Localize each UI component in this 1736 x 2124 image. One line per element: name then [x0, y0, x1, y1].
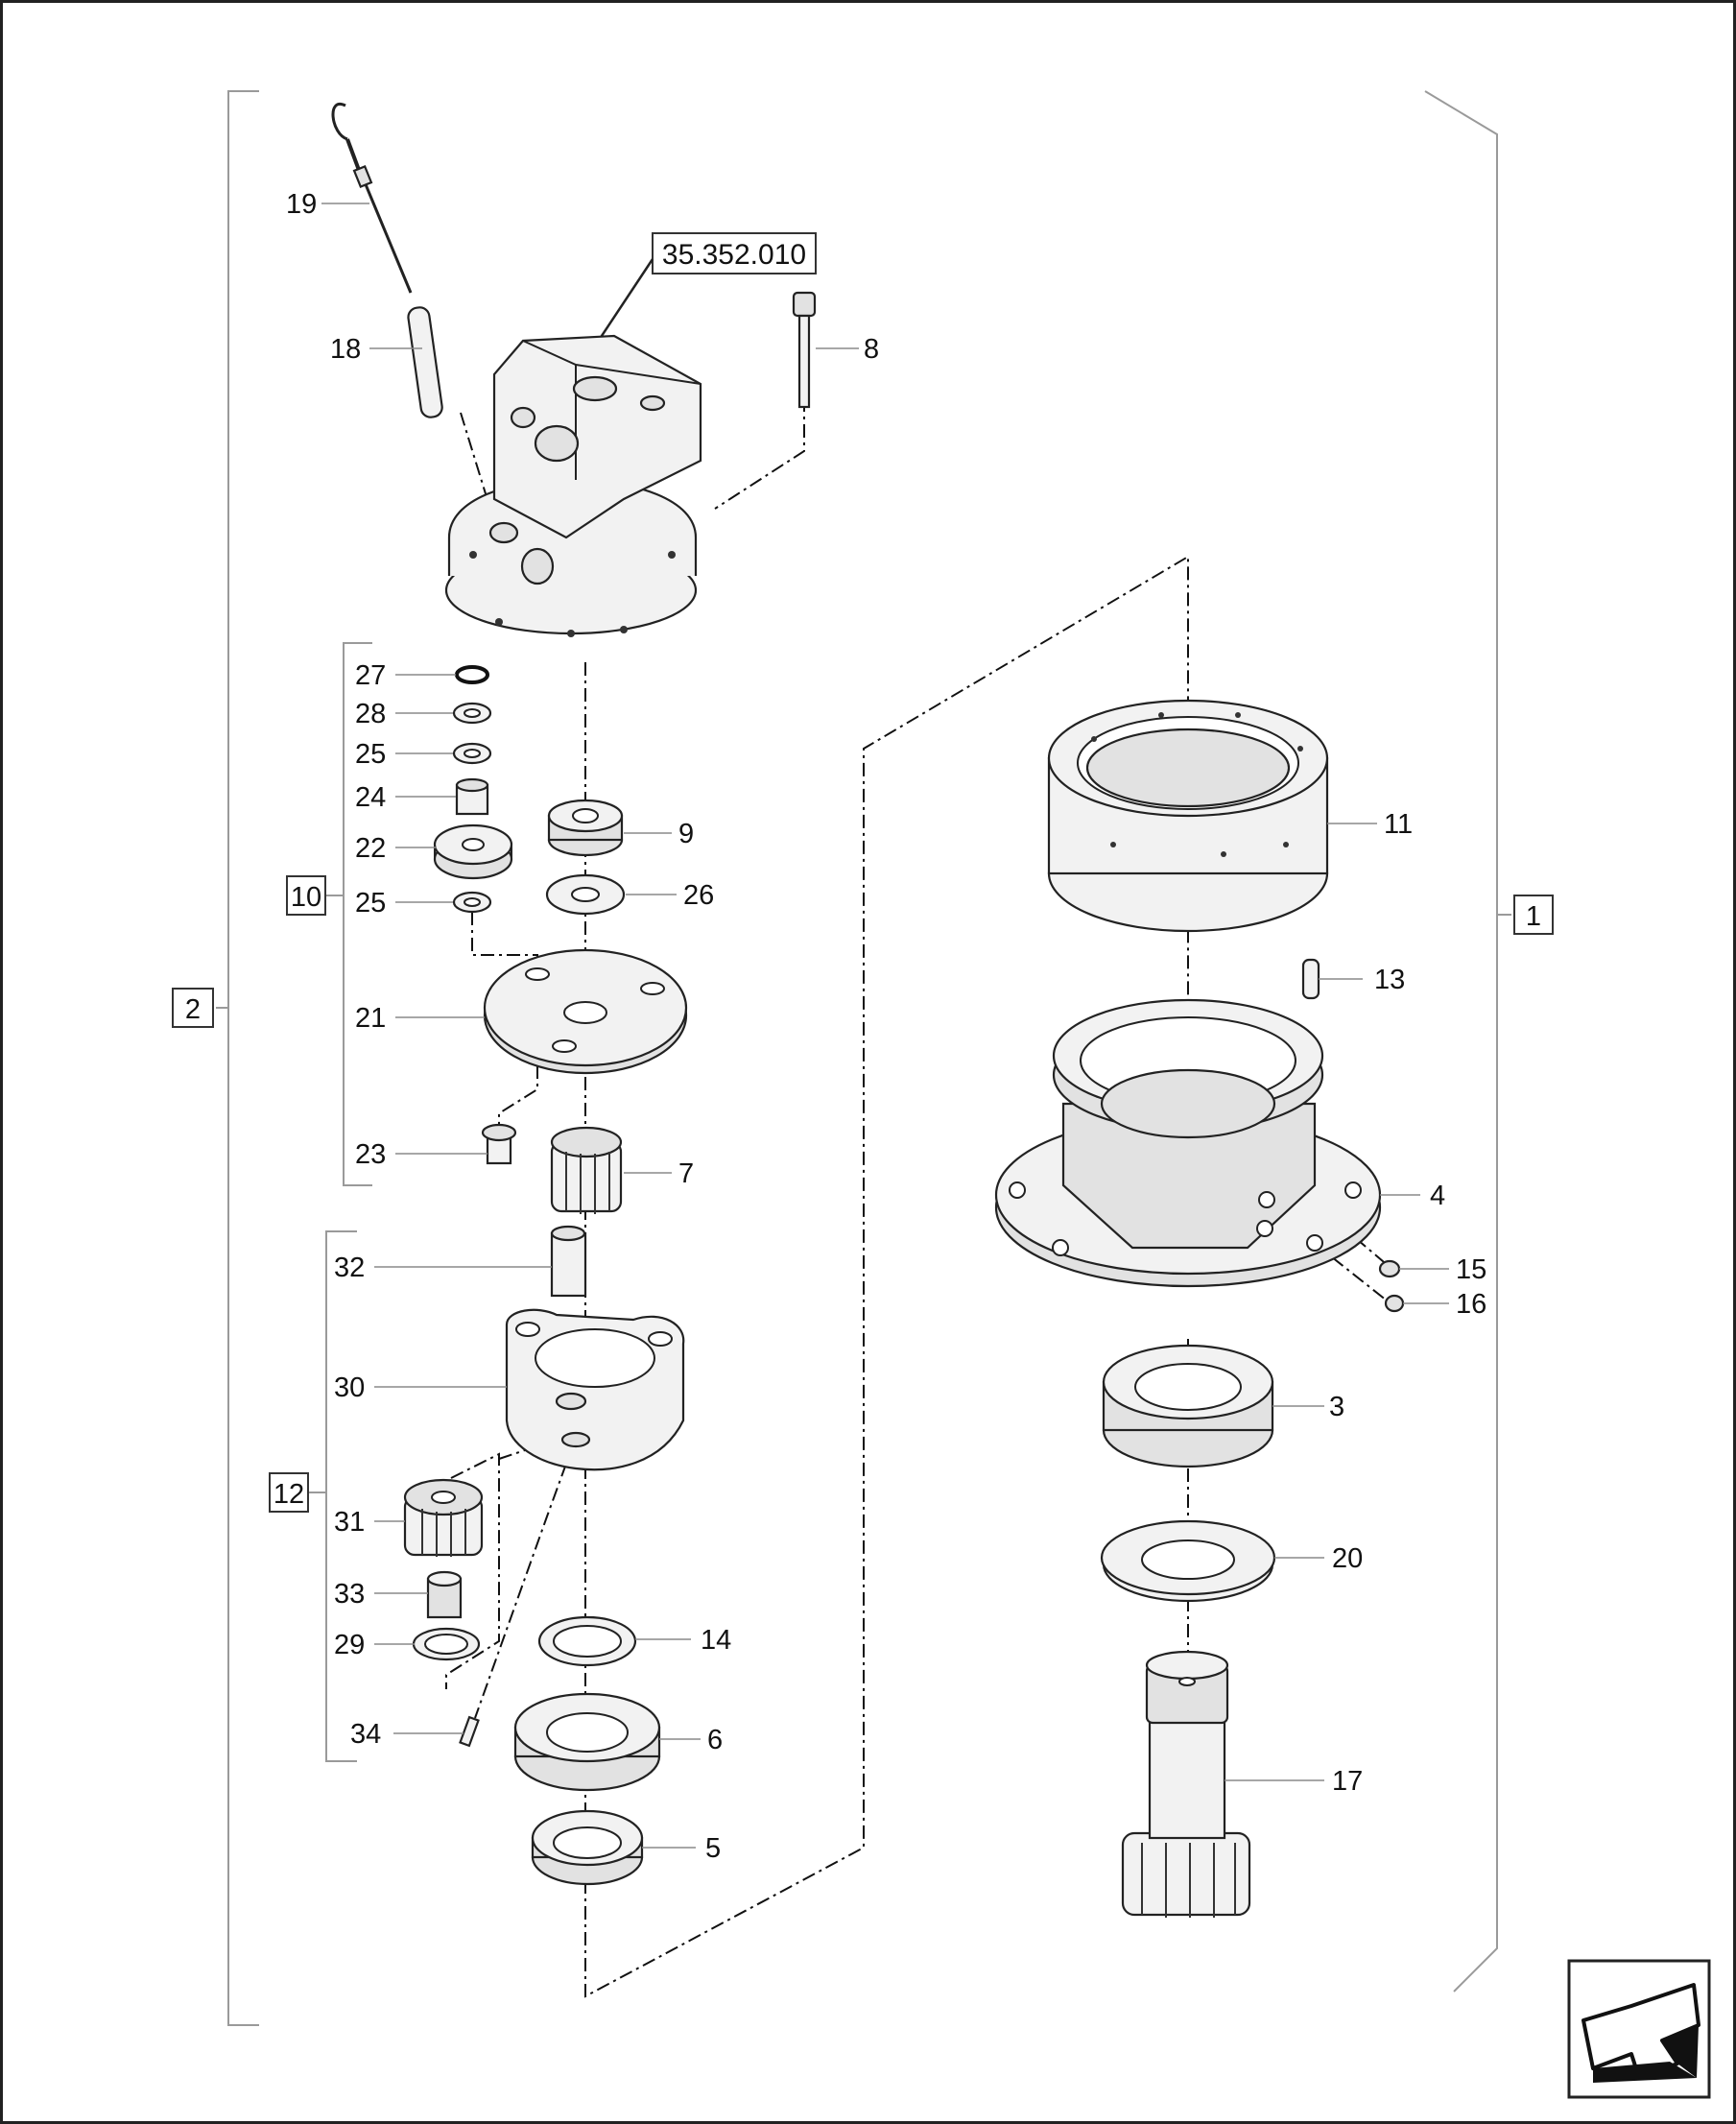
part-31-planet-gear[interactable]: [403, 1478, 484, 1557]
group-label-2[interactable]: 2: [172, 988, 214, 1028]
label-28: 28: [355, 699, 386, 729]
part-24-needle-bearing[interactable]: [455, 777, 489, 816]
leader-lines: [321, 203, 1449, 1849]
part-5-oil-seal[interactable]: [531, 1809, 644, 1886]
label-7: 7: [678, 1158, 694, 1189]
part-labels: 19 18 8 27 28 25 24 22 25 9 26 21 23 7 3…: [286, 189, 1486, 1864]
part-17-pinion-shaft[interactable]: [1121, 1650, 1251, 1918]
reference-box[interactable]: 35.352.010: [588, 232, 817, 354]
part-25-washer-upper[interactable]: [452, 742, 492, 765]
label-13: 13: [1374, 965, 1405, 995]
label-15: 15: [1456, 1254, 1486, 1285]
label-27: 27: [355, 660, 386, 691]
label-20: 20: [1332, 1543, 1363, 1574]
label-4: 4: [1430, 1181, 1445, 1211]
part-30-planet-carrier[interactable]: [505, 1308, 685, 1471]
part-11-ring-gear[interactable]: [1047, 699, 1329, 933]
part-27-snap-ring[interactable]: [455, 665, 489, 684]
label-16: 16: [1456, 1289, 1486, 1320]
part-3-bearing[interactable]: [1102, 1344, 1274, 1468]
nav-arrow-button[interactable]: [1567, 1959, 1711, 2099]
label-6: 6: [707, 1725, 723, 1755]
part-6-bearing[interactable]: [513, 1692, 661, 1792]
group-label-10[interactable]: 10: [286, 875, 326, 916]
part-13-dowel-pin[interactable]: [1301, 958, 1320, 1000]
part-21-carrier-plate[interactable]: [483, 948, 688, 1075]
label-8: 8: [864, 334, 879, 365]
label-32: 32: [334, 1253, 365, 1283]
part-22-planet-gear[interactable]: [433, 823, 513, 880]
part-34-pin[interactable]: [459, 1715, 480, 1748]
reference-box-text: 35.352.010: [662, 239, 806, 271]
assembly-lines: [445, 398, 1391, 1998]
label-30: 30: [334, 1372, 365, 1403]
part-18-tube[interactable]: [407, 306, 443, 418]
group-label-12-text: 12: [273, 1479, 304, 1510]
part-15-plug[interactable]: [1378, 1259, 1401, 1278]
label-31: 31: [334, 1507, 365, 1538]
label-23: 23: [355, 1139, 386, 1170]
label-24: 24: [355, 782, 386, 813]
label-5: 5: [705, 1833, 721, 1864]
part-4-gear-housing[interactable]: [994, 998, 1382, 1288]
label-34: 34: [350, 1719, 381, 1750]
part-28-washer[interactable]: [452, 702, 492, 725]
label-21: 21: [355, 1003, 386, 1034]
group-label-1[interactable]: 1: [1513, 895, 1554, 935]
bracket-group-12: [309, 1230, 357, 1762]
label-11: 11: [1384, 809, 1413, 840]
part-8-bolt[interactable]: [792, 291, 817, 409]
part-25-washer-lower[interactable]: [452, 891, 492, 914]
part-19-dipstick[interactable]: [331, 102, 413, 294]
part-26-thrust-washer[interactable]: [545, 873, 626, 916]
part-33-needle-bearing[interactable]: [426, 1570, 463, 1619]
label-29: 29: [334, 1630, 365, 1660]
part-29-washer[interactable]: [412, 1627, 481, 1661]
label-3: 3: [1329, 1392, 1344, 1422]
bracket-group-2: [216, 90, 259, 2026]
label-22: 22: [355, 833, 386, 864]
group-label-12[interactable]: 12: [269, 1472, 309, 1513]
group-label-1-text: 1: [1526, 901, 1541, 932]
part-23-pin[interactable]: [481, 1123, 517, 1165]
label-25-lower: 25: [355, 888, 386, 919]
group-label-10-text: 10: [291, 882, 321, 913]
part-16-plug[interactable]: [1384, 1294, 1405, 1313]
swing-motor-housing[interactable]: [444, 334, 702, 637]
label-14: 14: [701, 1625, 731, 1656]
arrow-down-left-icon: [1581, 1983, 1700, 2083]
bracket-group-10: [326, 642, 372, 1186]
label-26: 26: [683, 880, 714, 911]
label-25-upper: 25: [355, 739, 386, 770]
part-32-pin[interactable]: [550, 1225, 587, 1298]
label-9: 9: [678, 819, 694, 849]
label-18: 18: [330, 334, 361, 365]
bracket-group-1: [1424, 90, 1511, 1993]
label-17: 17: [1332, 1766, 1363, 1797]
part-14-seal-ring[interactable]: [537, 1615, 637, 1667]
part-20-thrust-plate[interactable]: [1100, 1519, 1276, 1603]
group-label-2-text: 2: [185, 994, 201, 1025]
label-19: 19: [286, 189, 317, 220]
part-7-gear[interactable]: [550, 1126, 623, 1214]
label-33: 33: [334, 1579, 365, 1610]
part-9-sun-gear[interactable]: [547, 799, 624, 857]
